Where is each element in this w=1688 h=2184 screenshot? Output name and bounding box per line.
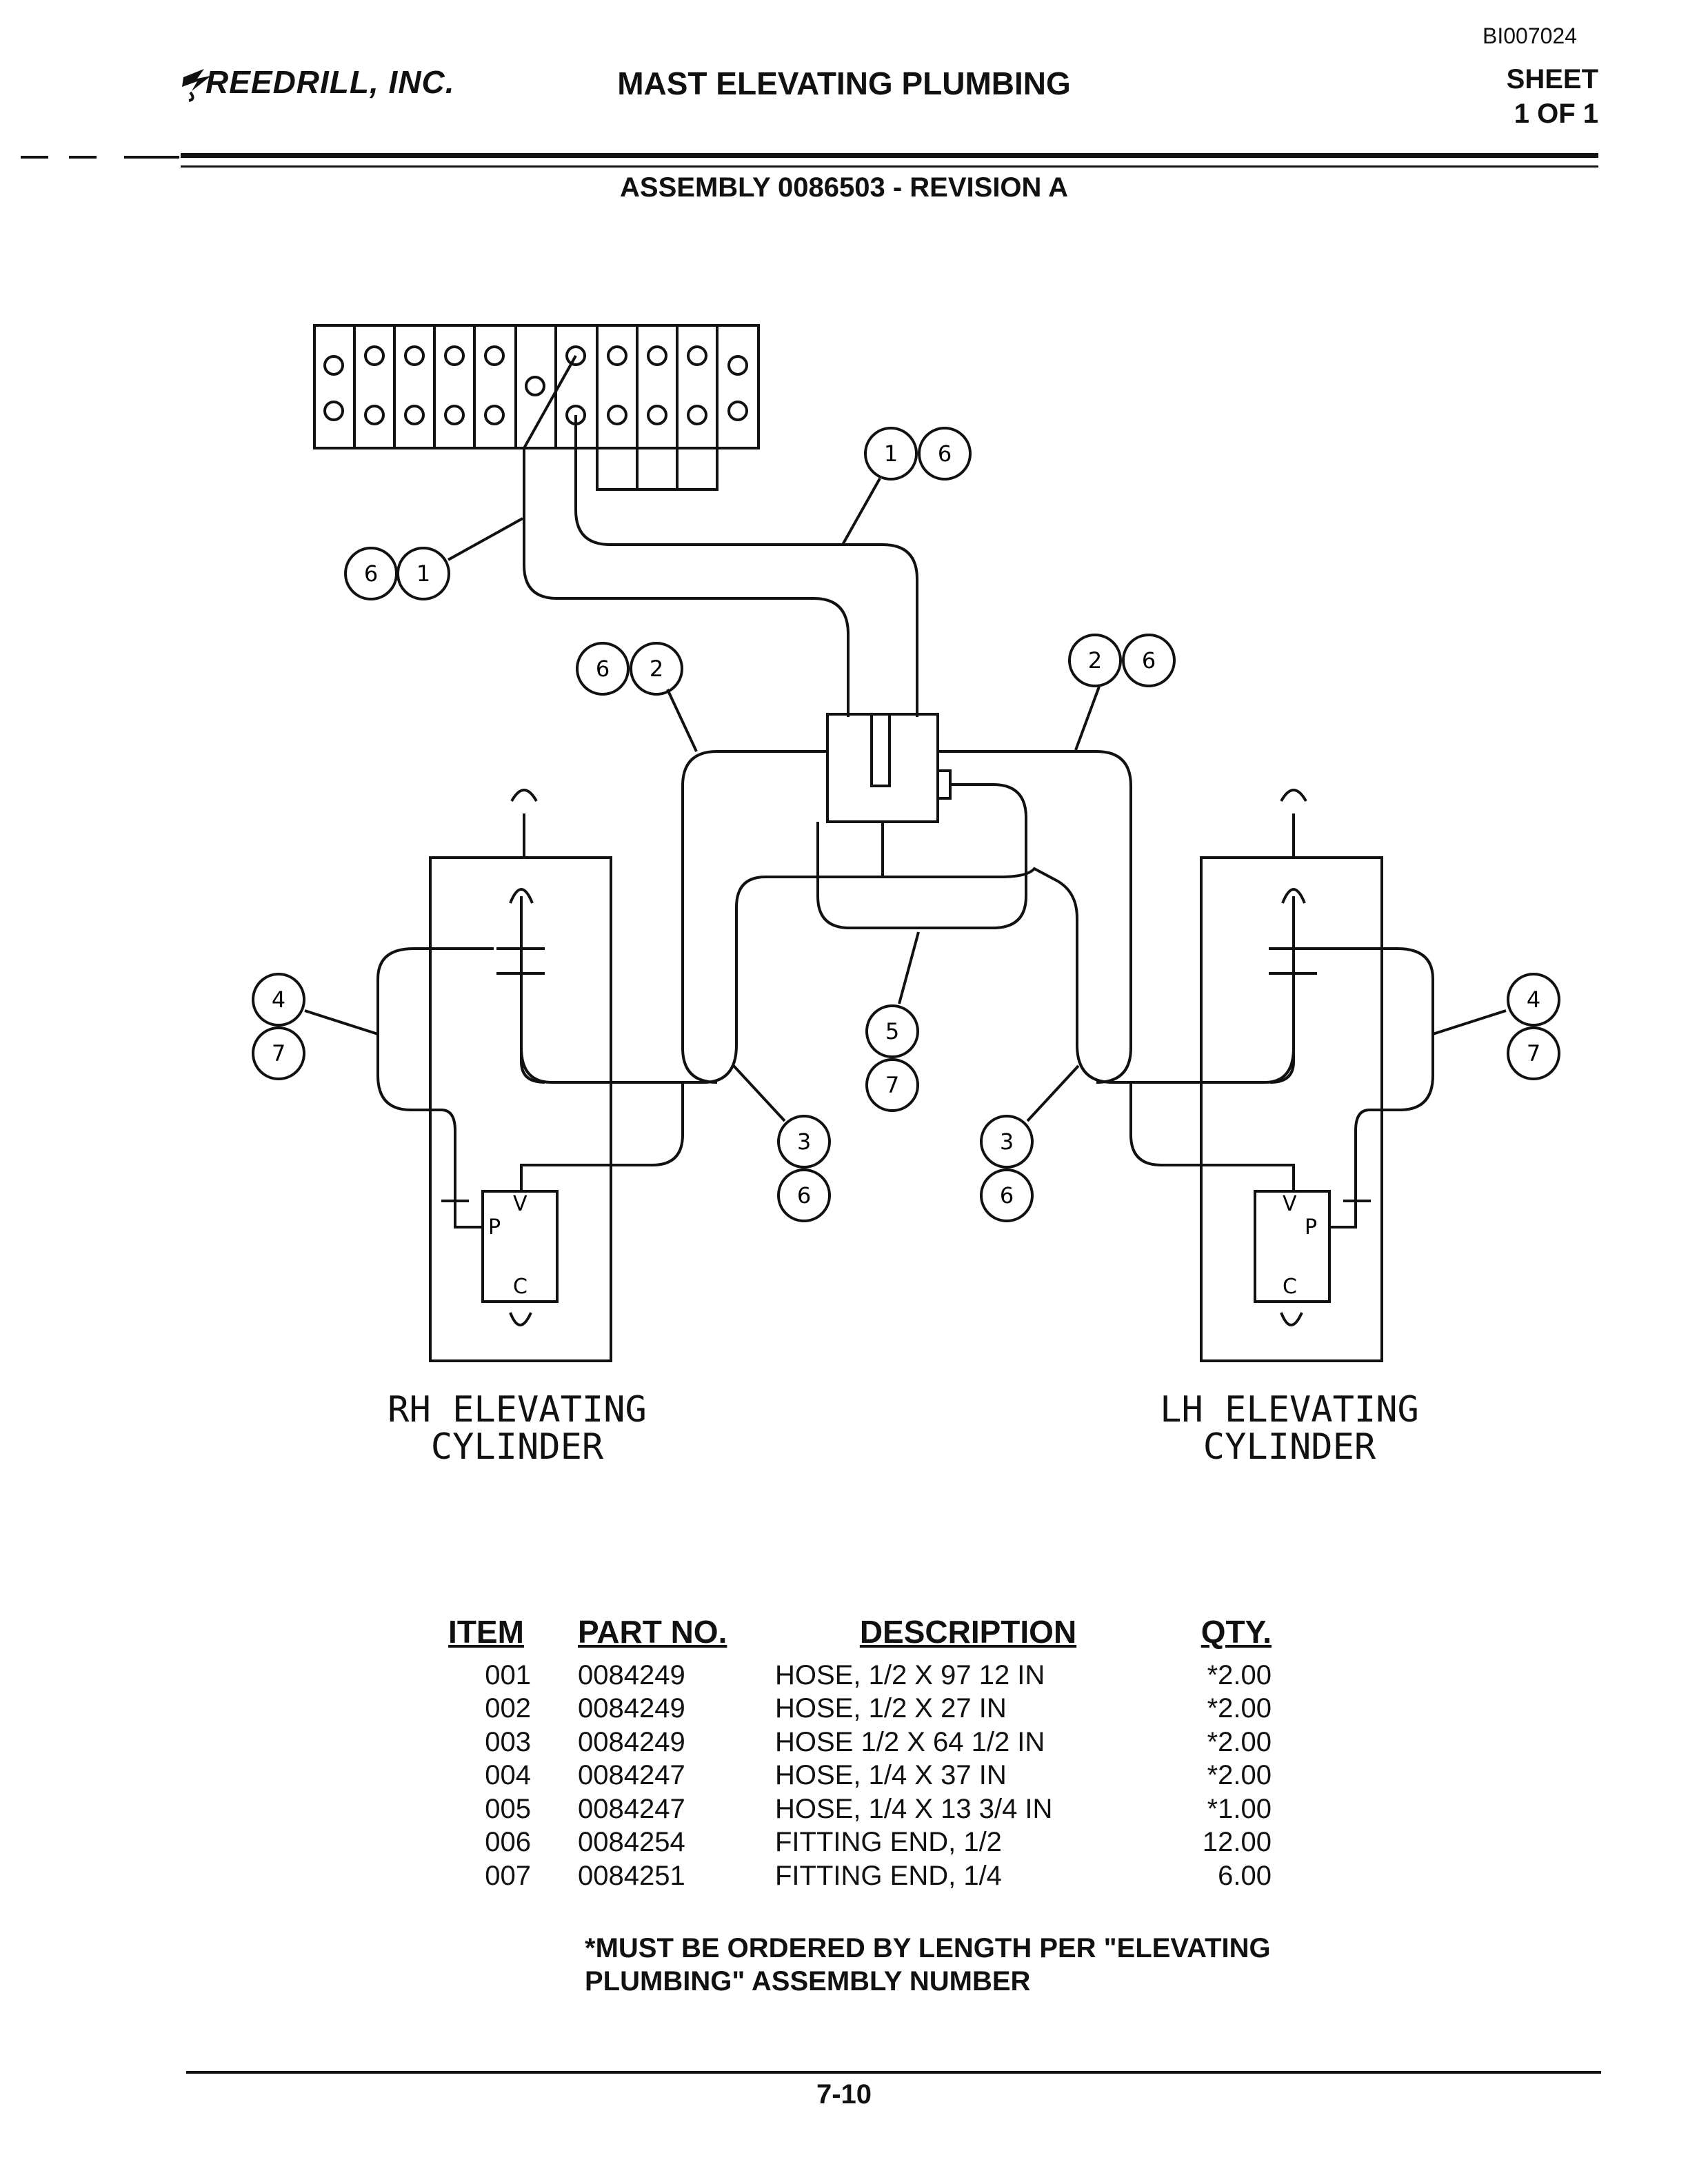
lh-port-p: P	[1305, 1215, 1317, 1240]
part-qty: *2.00	[1207, 1726, 1272, 1757]
callout-6: 6	[1000, 1182, 1014, 1209]
item-number: 005	[485, 1793, 531, 1824]
rh-port-c: C	[513, 1275, 528, 1299]
sheet-label: SHEET	[1506, 64, 1598, 94]
part-description: HOSE 1/2 X 64 1/2 IN	[775, 1726, 1045, 1757]
rh-port-p: P	[488, 1215, 501, 1240]
lh-port-v: V	[1283, 1192, 1297, 1216]
table-row: 004 0084247 HOSE, 1/4 X 37 IN *2.00	[441, 1759, 1272, 1793]
part-number: 0084254	[578, 1827, 685, 1858]
part-number: 0084247	[578, 1793, 685, 1824]
callout-2: 2	[1088, 647, 1102, 674]
callout-6: 6	[364, 560, 378, 587]
part-number: 0084249	[578, 1659, 685, 1690]
part-description: HOSE, 1/4 X 37 IN	[775, 1760, 1007, 1791]
part-number: 0084249	[578, 1693, 685, 1724]
parts-table-header: ITEM PART NO. DESCRIPTION QTY.	[441, 1613, 1272, 1659]
part-qty: *2.00	[1207, 1760, 1272, 1791]
item-number: 006	[485, 1827, 531, 1858]
part-description: FITTING END, 1/2	[775, 1827, 1002, 1858]
leader-lines	[304, 478, 1507, 1122]
port-labels: P V C P V C	[488, 1192, 1317, 1299]
rh-cylinder	[376, 789, 612, 1362]
lh-label-line2: CYLINDER	[1203, 1426, 1376, 1468]
page-number: 7-10	[816, 2079, 872, 2110]
header-qty: QTY.	[1200, 1614, 1272, 1650]
drill-bit-icon	[182, 69, 211, 102]
document-id: BI007024	[1483, 23, 1578, 48]
part-description: HOSE, 1/2 X 27 IN	[775, 1693, 1007, 1724]
table-row: 003 0084249 HOSE 1/2 X 64 1/2 IN *2.00	[441, 1726, 1272, 1759]
header-rule	[181, 153, 1598, 158]
table-row: 002 0084249 HOSE, 1/2 X 27 IN *2.00	[441, 1692, 1272, 1726]
header-description: DESCRIPTION	[859, 1614, 1077, 1650]
part-qty: 6.00	[1218, 1860, 1272, 1891]
callout-1: 1	[416, 560, 430, 587]
header-item: ITEM	[448, 1614, 524, 1650]
company-name: REEDRILL, INC.	[205, 64, 455, 100]
rh-label-line1: RH ELEVATING	[388, 1389, 647, 1430]
part-qty: *2.00	[1207, 1693, 1272, 1724]
sheet-count: 1 OF 1	[1514, 99, 1598, 129]
part-number: 0084247	[578, 1760, 685, 1791]
item-number: 001	[485, 1659, 531, 1690]
callout-3: 3	[1000, 1129, 1014, 1155]
callout-5: 5	[885, 1018, 899, 1044]
part-number: 0084249	[578, 1726, 685, 1757]
part-number: 0084251	[578, 1860, 685, 1891]
callout-6: 6	[596, 656, 610, 682]
sheet-indicator: SHEET 1 OF 1	[1507, 62, 1598, 131]
rh-cylinder-label: RH ELEVATING CYLINDER	[345, 1391, 690, 1466]
part-description: FITTING END, 1/4	[775, 1860, 1002, 1891]
part-description: HOSE, 1/2 X 97 12 IN	[775, 1659, 1045, 1690]
callout-7: 7	[885, 1072, 899, 1098]
part-qty: *1.00	[1207, 1793, 1272, 1824]
rh-label-line2: CYLINDER	[430, 1426, 604, 1468]
callout-6: 6	[797, 1182, 811, 1209]
callout-3: 3	[797, 1129, 811, 1155]
lh-cylinder	[1200, 789, 1434, 1362]
lh-port-c: C	[1283, 1275, 1297, 1299]
table-row: 001 0084249 HOSE, 1/2 X 97 12 IN *2.00	[441, 1659, 1272, 1692]
callout-1: 1	[884, 441, 898, 467]
valve-bank	[313, 324, 760, 491]
callout-4: 4	[1527, 987, 1540, 1013]
lh-label-line1: LH ELEVATING	[1160, 1389, 1419, 1430]
item-number: 007	[485, 1860, 531, 1891]
callout-6: 6	[1142, 647, 1156, 674]
scan-dash-marks	[21, 156, 179, 159]
rh-port-v: V	[513, 1192, 528, 1216]
item-number: 003	[485, 1726, 531, 1757]
note-line1: *MUST BE ORDERED BY LENGTH PER "ELEVATIN…	[585, 1933, 1271, 1963]
part-description: HOSE, 1/4 X 13 3/4 IN	[775, 1793, 1053, 1824]
header-rule-thin	[181, 165, 1598, 168]
note-line2: PLUMBING" ASSEMBLY NUMBER	[585, 1966, 1031, 1996]
callout-7: 7	[1527, 1040, 1540, 1066]
callout-2: 2	[650, 656, 663, 682]
parts-table: ITEM PART NO. DESCRIPTION QTY. 001 00842…	[441, 1613, 1272, 1893]
ordering-note: *MUST BE ORDERED BY LENGTH PER "ELEVATIN…	[585, 1932, 1412, 1998]
table-row: 007 0084251 FITTING END, 1/4 6.00	[441, 1859, 1272, 1893]
callout-4: 4	[272, 987, 285, 1013]
table-row: 006 0084254 FITTING END, 1/2 12.00	[441, 1826, 1272, 1860]
assembly-subtitle: ASSEMBLY 0086503 - REVISION A	[620, 172, 1068, 203]
part-qty: *2.00	[1207, 1659, 1272, 1690]
part-qty: 12.00	[1202, 1827, 1272, 1858]
company-logo: REEDRILL, INC.	[182, 63, 455, 102]
callout-6: 6	[938, 441, 952, 467]
item-number: 002	[485, 1693, 531, 1724]
callout-7: 7	[272, 1040, 285, 1066]
footer-rule	[186, 2071, 1601, 2074]
lh-cylinder-label: LH ELEVATING CYLINDER	[1117, 1391, 1462, 1466]
header-part-no: PART NO.	[578, 1614, 727, 1650]
item-number: 004	[485, 1760, 531, 1791]
page-title: MAST ELEVATING PLUMBING	[617, 65, 1071, 101]
callout-balloons: 1 6 6 1 6 2 2 6 4 7 4 7 5 7 3 6 3 6	[252, 427, 1560, 1222]
table-row: 005 0084247 HOSE, 1/4 X 13 3/4 IN *1.00	[441, 1792, 1272, 1826]
